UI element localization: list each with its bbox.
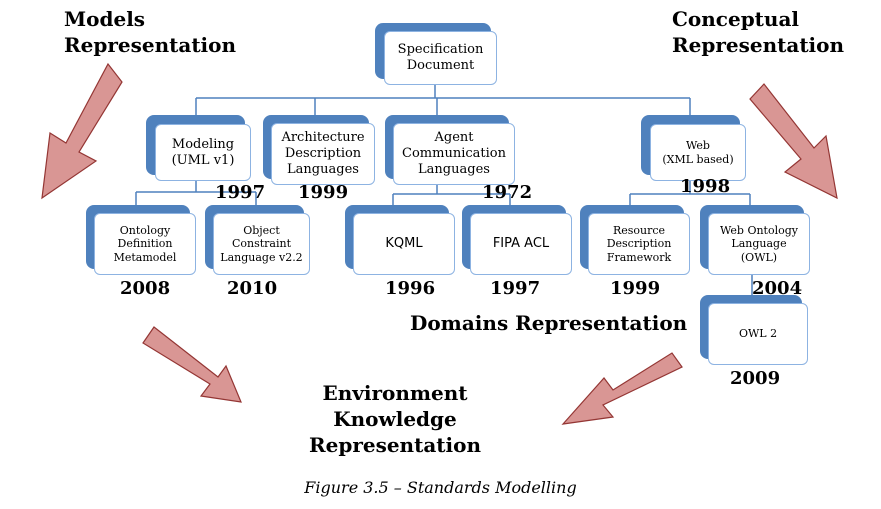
node-label-line: Languages xyxy=(418,161,490,177)
node-label-line: (XML based) xyxy=(662,152,734,166)
node-label-line: Communication xyxy=(402,146,506,162)
node-label-line: Object xyxy=(243,223,280,237)
node-label-line: Ontology xyxy=(119,223,171,237)
node-owl-2: OWL 2 xyxy=(700,295,808,365)
node-label-line: Framework xyxy=(606,250,672,264)
node-label-line: Definition xyxy=(117,237,173,251)
arrow-models-down-left xyxy=(41,62,123,200)
node-label-line: Web xyxy=(686,139,710,153)
node-label-line: (OWL) xyxy=(740,250,778,264)
year-ocl: 2010 xyxy=(227,278,278,299)
heading-line: Representation xyxy=(672,33,845,57)
node-label-line: Modeling xyxy=(171,136,235,152)
arrow-conceptual-down-right xyxy=(749,83,838,200)
heading-line: Representation xyxy=(64,33,237,57)
year-adl: 1999 xyxy=(298,182,349,203)
year-owl: 2004 xyxy=(752,278,803,299)
node-label-line: Architecture xyxy=(281,130,365,146)
node-label-line: Web Ontology xyxy=(720,223,798,237)
heading-environment-knowledge-representation: Environment Knowledge Representation xyxy=(285,380,505,458)
year-modeling: 1997 xyxy=(215,182,266,203)
year-odm: 2008 xyxy=(120,278,171,299)
node-web: Web(XML based) xyxy=(641,115,746,181)
figure-caption: Figure 3.5 – Standards Modelling xyxy=(304,478,577,497)
node-label-line: Metamodel xyxy=(113,250,177,264)
node-label-line: Resource xyxy=(612,223,666,237)
year-owl2: 2009 xyxy=(730,368,781,389)
node-label-line: Description xyxy=(606,237,672,251)
heading-line: Knowledge xyxy=(333,407,457,431)
node-modeling: Modeling(UML v1) xyxy=(146,115,251,181)
heading-line: Models xyxy=(64,7,146,31)
heading-line: Representation xyxy=(308,433,482,457)
node-label-line: KQML xyxy=(385,236,423,252)
node-kqml: KQML xyxy=(345,205,455,275)
node-label-line: (UML v1) xyxy=(171,152,235,168)
node-label-line: OWL 2 xyxy=(738,327,778,341)
node-fipa-acl: FIPA ACL xyxy=(462,205,572,275)
node-label-line: Description xyxy=(284,146,362,162)
node-label-line: FIPA ACL xyxy=(492,236,550,252)
year-acl: 1972 xyxy=(482,182,533,203)
arrow-models-to-environment xyxy=(142,326,242,403)
node-label-line: Document xyxy=(406,58,475,73)
node-label-line: Agent xyxy=(434,130,474,146)
year-kqml: 1996 xyxy=(385,278,436,299)
year-fipa: 1997 xyxy=(490,278,541,299)
year-web: 1998 xyxy=(680,176,731,197)
node-label-line: Languages xyxy=(287,161,359,177)
node-label-line: Specification xyxy=(397,42,484,58)
node-label-line: Language xyxy=(731,237,787,251)
heading-conceptual-representation: Conceptual Representation xyxy=(672,6,844,58)
year-rdf: 1999 xyxy=(610,278,661,299)
node-label-line: Language v2.2 xyxy=(220,250,303,264)
arrow-conceptual-to-environment xyxy=(561,352,683,425)
heading-models-representation: Models Representation xyxy=(64,6,236,58)
node-label-line: Constraint xyxy=(231,237,291,251)
heading-line: Conceptual xyxy=(672,7,800,31)
heading-line: Environment xyxy=(322,381,468,405)
heading-domains-representation: Domains Representation xyxy=(410,311,688,335)
